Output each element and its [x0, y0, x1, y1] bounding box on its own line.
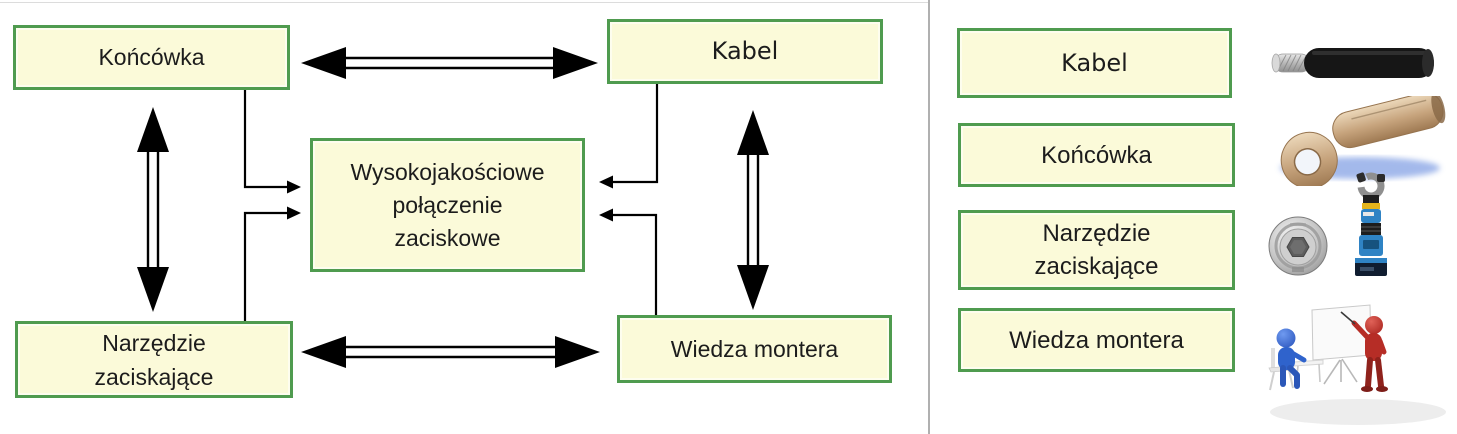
- node-narzedzie: Narzędzie zaciskające: [15, 321, 293, 398]
- slide-top-edge: [0, 2, 929, 3]
- double-arrow-koncowka-kabel: [301, 47, 598, 79]
- node-center-label: Wysokojakościowe połączenie zaciskowe: [350, 158, 545, 251]
- node-koncowka-label: Końcówka: [98, 44, 205, 70]
- node-wiedza: Wiedza montera: [617, 315, 892, 383]
- node-center: Wysokojakościowe połączenie zaciskowe: [310, 138, 585, 272]
- legend-label-wiedza: Wiedza montera: [1009, 326, 1184, 354]
- trainer-and-student-image: [1268, 304, 1446, 425]
- node-kabel: Kabel: [607, 19, 883, 84]
- connector-wiedza-center: [599, 208, 658, 315]
- legend-label-koncowka: Końcówka: [1041, 141, 1152, 169]
- node-koncowka: Końcówka: [13, 25, 290, 90]
- node-narzedzie-label: Narzędzie zaciskające: [94, 329, 214, 390]
- connector-kabel-center: [599, 84, 659, 189]
- crimping-tool-image: [1355, 172, 1387, 276]
- legend-box-narzedzie: Narzędzie zaciskające: [958, 210, 1235, 290]
- legend-label-narzedzie: Narzędzie zaciskające: [1034, 220, 1159, 280]
- node-kabel-label: Kabel: [711, 37, 779, 65]
- node-wiedza-label: Wiedza montera: [670, 335, 839, 362]
- diagram-arrow-layer: [137, 47, 769, 368]
- connector-narzedzie-center: [243, 206, 301, 321]
- double-arrow-kabel-wiedza: [737, 110, 769, 310]
- legend-box-koncowka: Końcówka: [958, 123, 1235, 187]
- legend-label-kabel: Kabel: [1061, 48, 1128, 77]
- cable-image: [1271, 48, 1434, 78]
- cable-lug-image: [1280, 96, 1446, 186]
- panel-divider: [928, 0, 930, 434]
- double-arrow-koncowka-narzedzie: [137, 107, 169, 312]
- connector-koncowka-center: [243, 90, 301, 194]
- crimping-die-image: [1268, 216, 1328, 276]
- legend-box-kabel: Kabel: [957, 28, 1232, 98]
- legend-box-wiedza: Wiedza montera: [958, 308, 1235, 372]
- double-arrow-narzedzie-wiedza: [301, 336, 600, 368]
